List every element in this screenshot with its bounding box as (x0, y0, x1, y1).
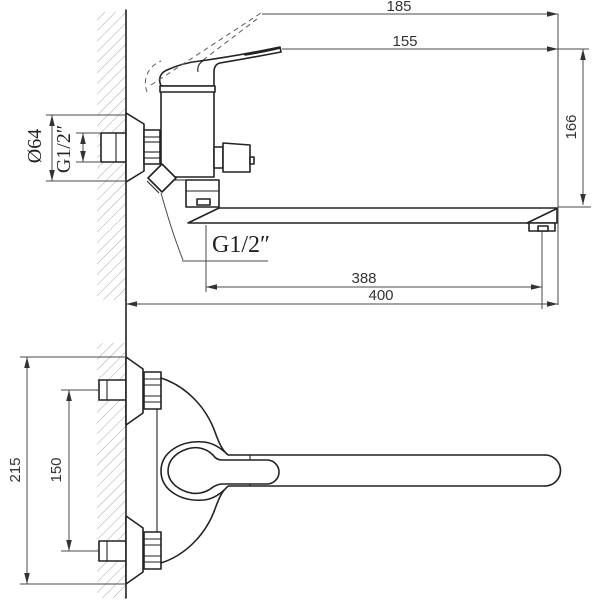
mounting-nut (143, 129, 161, 165)
arrow-down-icon (80, 151, 86, 162)
arrow-right-icon (547, 11, 558, 17)
mounting-nut-top (143, 371, 162, 410)
handle-base-ring (159, 85, 216, 93)
arrow-up-icon (24, 357, 30, 368)
faucet-body (160, 89, 219, 181)
diverter-connector (146, 163, 184, 261)
handle-lever-plan (167, 446, 280, 495)
arrow-down-icon (24, 573, 30, 584)
arrow-down-icon (49, 170, 55, 181)
arrow-right-icon (547, 46, 558, 52)
mounting-nut-bottom (143, 531, 162, 570)
spout-plan (227, 454, 562, 487)
arrow-right-icon (531, 284, 542, 290)
inlet-pipe-top (98, 379, 127, 401)
arrow-left-icon (206, 284, 217, 290)
arrow-left-icon (126, 301, 137, 307)
shower-outlet-port (213, 142, 255, 173)
plan-view: 215 150 (7, 356, 562, 585)
dimension-400-value: 400 (368, 287, 393, 304)
arrow-up-icon (580, 49, 586, 60)
dimension-215: 215 (7, 356, 126, 585)
dimension-166-value: 166 (563, 114, 580, 139)
dimension-166: 166 (563, 49, 586, 205)
arrow-up-icon (49, 115, 55, 126)
arrow-up-icon (80, 133, 86, 144)
dimension-185-value: 185 (386, 0, 411, 15)
dimension-185: 185 (262, 0, 558, 17)
dimension-150: 150 (48, 389, 99, 552)
aerator (528, 222, 556, 232)
handle-crease (197, 59, 206, 73)
arrow-right-icon (547, 301, 558, 307)
dimension-flange-diameter: Ø64 (24, 114, 127, 182)
shower-thread-leader (160, 192, 184, 261)
dimension-155: 155 (282, 33, 589, 52)
arrow-down-icon (66, 540, 72, 551)
flange-diameter-label: Ø64 (24, 129, 46, 163)
spout (187, 207, 558, 224)
arrow-up-icon (66, 390, 72, 401)
dimension-155-value: 155 (392, 33, 417, 50)
dimension-inlet-thread: G1/2″ (53, 125, 101, 173)
wall-flange-bottom (125, 515, 144, 585)
arrow-down-icon (580, 194, 586, 205)
single-lever-handle (158, 46, 282, 93)
dimension-400: 400 (126, 287, 558, 307)
spout-connector (185, 179, 220, 208)
inlet-pipe-bottom (98, 540, 127, 562)
handle-tip-accent (244, 47, 281, 56)
dimension-150-value: 150 (48, 457, 65, 482)
shower-thread-label: G1/2″ (212, 232, 270, 258)
inlet-thread-label: G1/2″ (53, 125, 75, 173)
dimension-388: 388 (205, 225, 543, 309)
handle-raised-dashed (144, 12, 262, 93)
inlet-pipe (100, 132, 127, 163)
shower-thread-callout: G1/2″ (182, 232, 270, 262)
side-view: 185 155 166 Ø64 (24, 0, 591, 309)
dimension-388-value: 388 (351, 270, 376, 287)
dimension-215-value: 215 (7, 457, 24, 482)
wall-flange-top (125, 356, 144, 426)
wall-flange (125, 112, 145, 183)
